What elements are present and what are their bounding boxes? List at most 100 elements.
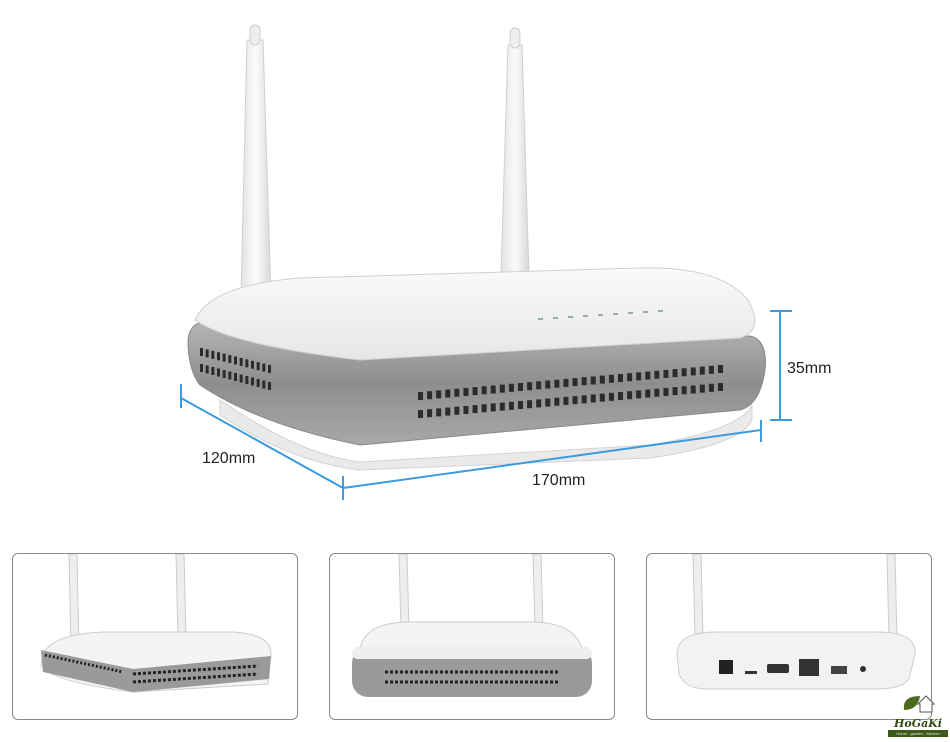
vent-slot — [554, 397, 560, 406]
vent-slot — [222, 370, 226, 378]
vent-slot — [518, 401, 523, 409]
status-leds — [538, 310, 663, 320]
vent-slot — [618, 374, 623, 382]
depth-dimension-label: 120mm — [202, 450, 256, 467]
vent-slot — [536, 399, 542, 408]
brand-logo: HoGaKi Home - garden - Kitchen — [888, 690, 948, 740]
vent-slot — [427, 409, 433, 418]
vent-slot — [718, 365, 723, 373]
vent-slot — [699, 366, 705, 375]
vent-slot — [527, 382, 533, 391]
vent-slot — [211, 367, 215, 375]
vent-slot — [251, 360, 254, 369]
vent-slot — [599, 393, 605, 402]
vent-slot — [481, 386, 487, 395]
vent-slot — [718, 383, 723, 391]
vent-slot — [262, 363, 266, 372]
vent-slot — [436, 390, 442, 399]
logo-tagline: Home - garden - Kitchen — [888, 730, 948, 737]
vent-slot — [627, 391, 633, 400]
vent-slot — [608, 392, 614, 401]
vent-slot — [200, 364, 203, 372]
vent-slot — [427, 391, 433, 400]
vent-slot — [518, 383, 523, 391]
vent-slot — [527, 400, 533, 409]
logo-wordmark: HoGaKi — [894, 717, 942, 730]
vent-slot — [445, 407, 451, 416]
vent-slot — [618, 392, 623, 400]
vent-slot — [418, 392, 423, 400]
vent-slot — [499, 402, 505, 411]
vent-slot — [590, 394, 596, 403]
vent-slot — [239, 374, 243, 383]
vent-slot — [481, 404, 487, 413]
antenna-left — [240, 24, 272, 296]
vent-slot — [200, 348, 203, 356]
vent-slot — [508, 401, 514, 410]
vent-slot — [205, 365, 209, 374]
vent-slots — [200, 348, 723, 418]
vent-slot — [563, 396, 569, 405]
router-main-image — [180, 24, 792, 500]
vent-slot — [663, 387, 669, 396]
thumbnail-angled-view[interactable] — [12, 553, 298, 720]
vent-slot — [234, 356, 237, 365]
vent-slot — [608, 374, 614, 383]
vent-slot — [472, 387, 478, 396]
vent-slot — [234, 373, 237, 381]
vent-slot — [228, 371, 232, 380]
height-dimension-label: 35mm — [787, 360, 832, 377]
vent-slot — [654, 388, 660, 397]
vent-slot — [490, 403, 496, 412]
vent-slot — [262, 380, 266, 389]
vent-slot — [590, 376, 596, 385]
width-dimension-label: 170mm — [532, 472, 586, 489]
vent-slot — [268, 382, 271, 390]
thumbnail-rear-view[interactable] — [646, 553, 932, 720]
vent-slot — [228, 355, 232, 364]
vent-slot — [563, 378, 569, 387]
vent-slot — [681, 368, 687, 377]
antenna-right — [500, 27, 530, 276]
vent-slot — [599, 375, 605, 384]
vent-slot — [268, 365, 271, 373]
vent-slot — [454, 388, 460, 397]
vent-slot — [239, 357, 243, 366]
vent-slot — [445, 389, 451, 398]
dimension-lines — [180, 310, 792, 500]
vent-slot — [690, 385, 696, 394]
vent-slot — [699, 384, 705, 393]
vent-slot — [581, 377, 587, 386]
vent-slot — [222, 353, 226, 362]
vent-slot — [645, 371, 651, 380]
vent-slot — [251, 377, 254, 386]
vent-slot — [256, 362, 260, 371]
vent-slot — [256, 379, 260, 387]
thumbnail-front-view[interactable] — [329, 553, 615, 720]
vent-slot — [536, 381, 542, 390]
vent-slot — [205, 349, 209, 358]
leaf-house-logo-icon — [903, 695, 936, 713]
router-front-image — [352, 554, 592, 697]
vent-slot — [211, 350, 215, 359]
vent-slot — [545, 380, 551, 389]
vent-slot — [454, 406, 460, 415]
vent-slot — [708, 383, 714, 392]
vent-slot — [663, 369, 669, 378]
vent-slot — [708, 365, 714, 374]
vent-slot — [645, 389, 651, 398]
vent-slot — [463, 405, 469, 414]
vent-slot — [572, 378, 578, 387]
vent-slot — [554, 379, 560, 388]
vent-slot — [499, 384, 505, 393]
vent-slot — [690, 367, 696, 376]
vent-slot — [217, 352, 220, 361]
vent-slot — [636, 372, 642, 381]
vent-slot — [472, 405, 478, 414]
vent-slot — [463, 387, 469, 396]
vent-slot — [627, 373, 633, 382]
vent-slot — [508, 383, 514, 392]
vent-slot — [654, 370, 660, 379]
vent-slot — [245, 376, 249, 384]
vent-slot — [636, 390, 642, 399]
